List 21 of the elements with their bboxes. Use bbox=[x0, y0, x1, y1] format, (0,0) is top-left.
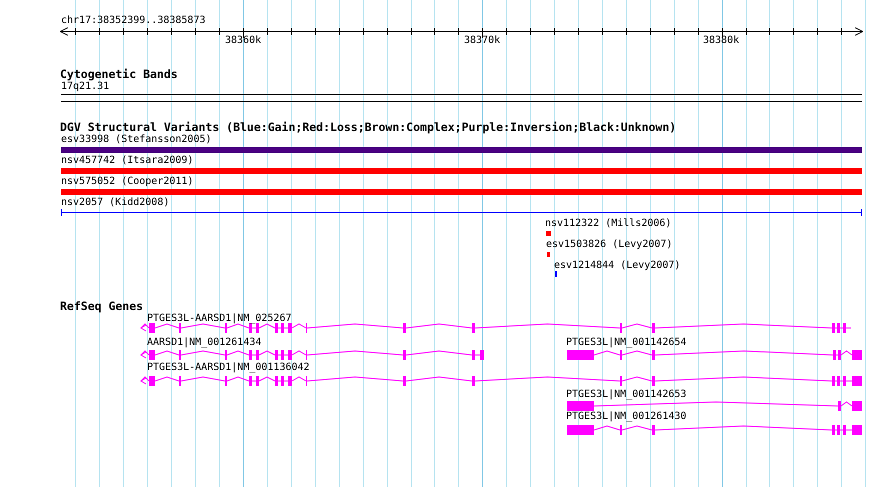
variant-label: nsv457742 (Itsara2009) bbox=[61, 155, 194, 166]
track-title: Cytogenetic Bands bbox=[60, 68, 178, 81]
tick-label: 38380k bbox=[703, 35, 740, 46]
variant-label: esv1214844 (Levy2007) bbox=[554, 260, 680, 271]
tick-label: 38370k bbox=[464, 35, 500, 46]
gene-label: PTGES3L-AARSD1|NM_001136042 bbox=[147, 362, 310, 373]
tick-label: 38360k bbox=[225, 35, 262, 46]
track-title: DGV Structural Variants (Blue:Gain;Red:Loss;Brown:Complex;Purple:Inversion;Black:Unknown) bbox=[60, 121, 676, 134]
gene-label: AARSD1|NM_001261434 bbox=[147, 337, 262, 348]
track-title: RefSeq Genes bbox=[60, 300, 144, 313]
variant-label: nsv112322 (Mills2006) bbox=[545, 218, 672, 229]
coordinate-range-label: chr17:38352399..38385873 bbox=[61, 15, 206, 26]
variant-label: nsv2057 (Kidd2008) bbox=[61, 197, 170, 208]
band-label: 17q21.31 bbox=[61, 81, 110, 92]
gene-label: PTGES3L-AARSD1|NM_025267 bbox=[147, 313, 292, 324]
gene-label: PTGES3L|NM_001142653 bbox=[566, 389, 686, 400]
variant-label: nsv575052 (Cooper2011) bbox=[61, 176, 194, 187]
variant-label: esv1503826 (Levy2007) bbox=[546, 239, 672, 250]
gene-label: PTGES3L|NM_001261430 bbox=[566, 411, 686, 422]
variant-label: esv33998 (Stefansson2005) bbox=[61, 134, 212, 145]
gene-label: PTGES3L|NM_001142654 bbox=[566, 337, 686, 348]
